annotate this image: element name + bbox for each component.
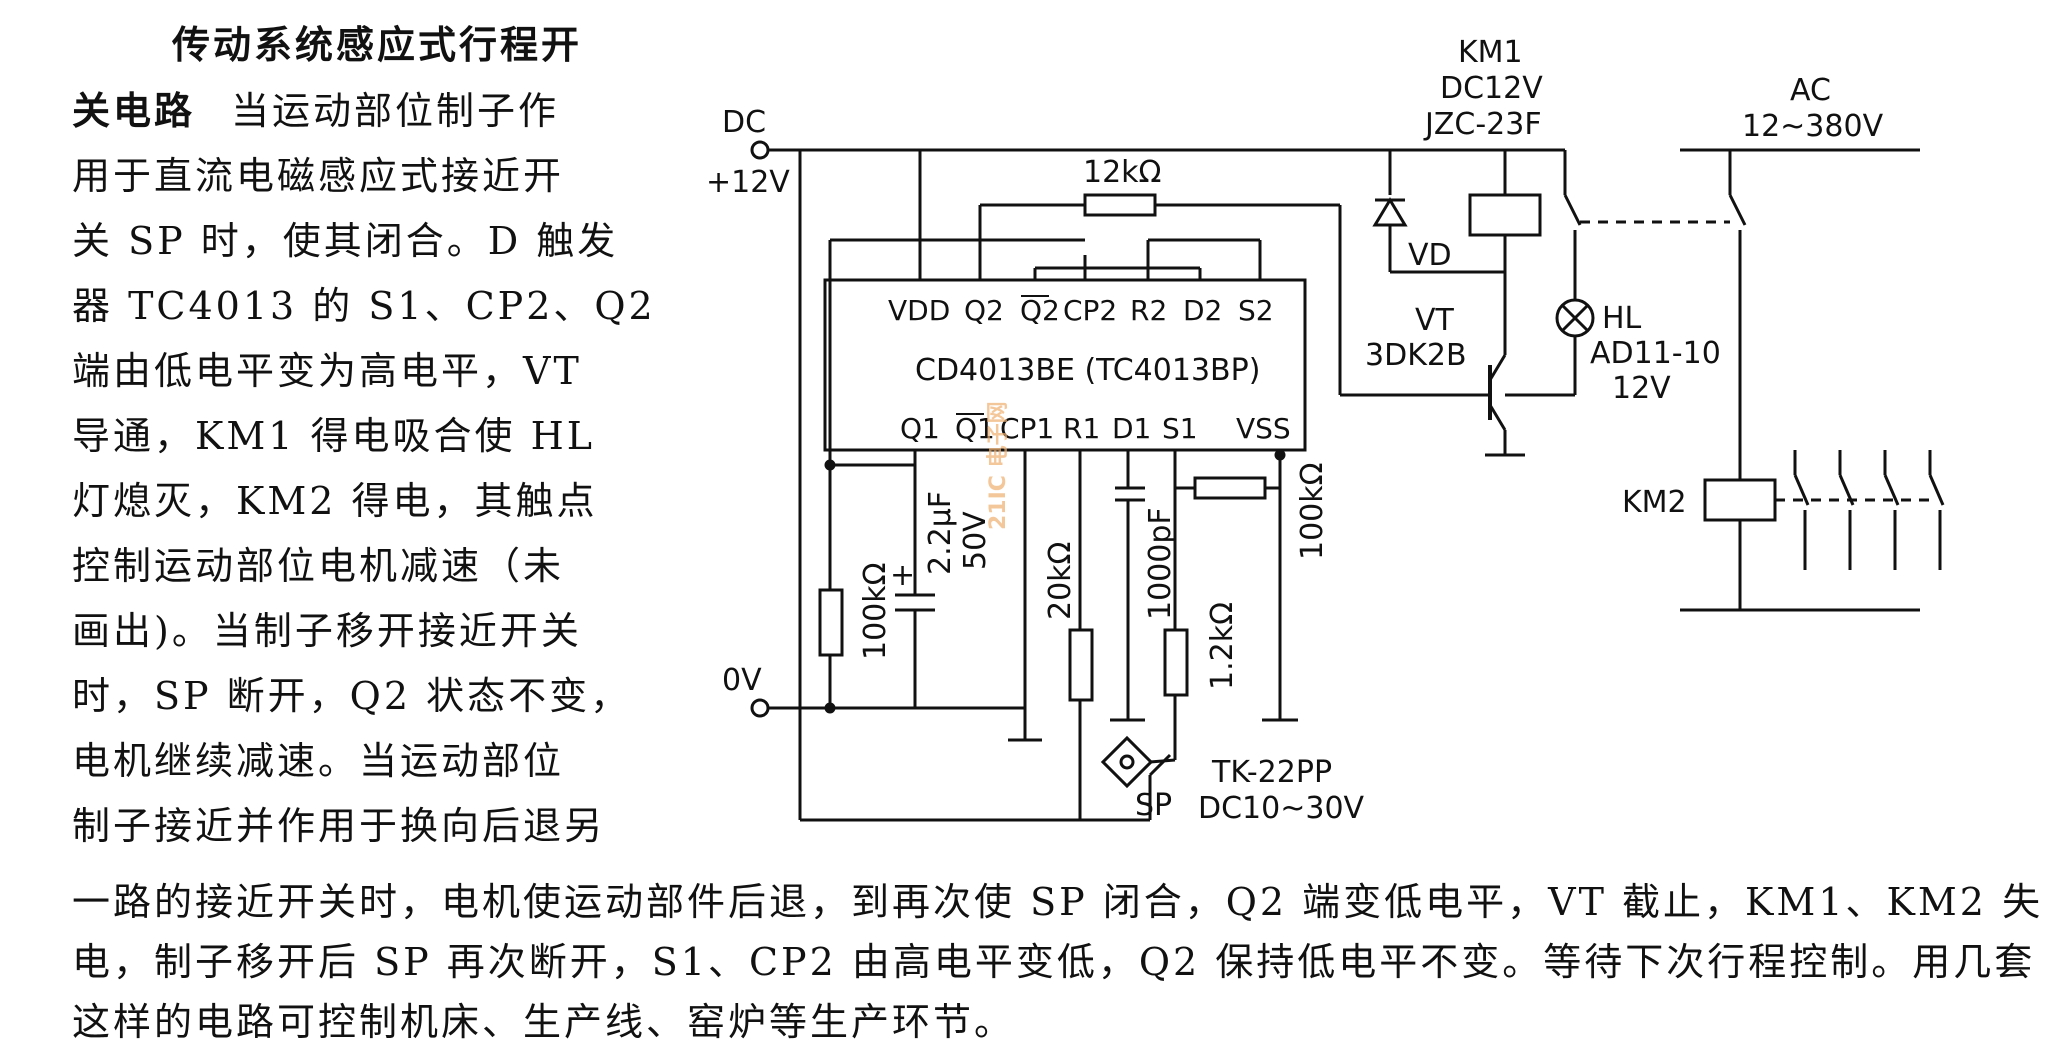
bottom-line: 一路的接近开关时，电机使运动部件后退，到再次使 SP 闭合，Q2 端变低电平，V… (72, 880, 2044, 924)
article-title: 传动系统感应式行程开 (172, 22, 583, 67)
r100k-right-label: 100kΩ (1295, 462, 1330, 560)
diode-vd (1372, 197, 1408, 227)
article-title-2: 关电路 (72, 88, 196, 133)
km1-contact-ac (1728, 194, 1747, 226)
sp-label: SP (1135, 788, 1172, 823)
r100k-left-label: 100kΩ (858, 562, 893, 660)
text-line-2-rest: 当运动部位制子作 (231, 89, 560, 133)
r12-label: 1.2kΩ (1205, 602, 1240, 690)
relay-km1-coil (1468, 193, 1542, 237)
zero-label: 0V (722, 663, 762, 698)
watermark: 21IC 电子网 (986, 401, 1011, 530)
pin-d1: D1 (1112, 412, 1151, 445)
text-line: 电机继续减速。当运动部位 (72, 739, 565, 783)
cap-voltage-label: 50V (958, 511, 993, 570)
pin-s1: S1 (1162, 412, 1198, 445)
resistor-100k-left (818, 588, 844, 657)
pin-d2: D2 (1183, 294, 1222, 327)
text-line: 控制运动部位电机减速（未 (72, 544, 565, 588)
pin-r2: R2 (1130, 294, 1167, 327)
text-line: 灯熄灭，KM2 得电，其触点 (72, 479, 598, 523)
hl-voltage-label: 12V (1612, 371, 1671, 406)
dc-terminal (750, 140, 770, 160)
text-line: 画出)。当制子移开接近开关 (72, 609, 582, 653)
tk-label: TK-22PP (1211, 755, 1332, 790)
sp-sensor-dot (1119, 754, 1135, 770)
km2-contact (1928, 474, 1945, 506)
km1-type-label: JZC-23F (1423, 107, 1542, 142)
pin-cp2: CP2 (1063, 294, 1117, 327)
text-line: 时，SP 断开，Q2 状态不变， (72, 674, 632, 718)
ac-voltage-label: 12~380V (1742, 109, 1884, 144)
hl-type-label: AD11-10 (1590, 336, 1721, 371)
pin-vdd: VDD (888, 294, 950, 327)
dc-label: DC (722, 105, 766, 140)
bottom-text: 一路的接近开关时，电机使运动部件后退，到再次使 SP 闭合，Q2 端变低电平，V… (72, 872, 2044, 1052)
dc-voltage-label: +12V (706, 165, 790, 200)
pin-vss: VSS (1236, 412, 1291, 445)
vt-label: VT (1415, 303, 1455, 338)
bottom-line: 这样的电路可控制机床、生产线、窑炉等生产环节。 (72, 1000, 1016, 1044)
resistor-1-2k (1163, 628, 1189, 697)
tk-voltage-label: DC10~30V (1198, 791, 1365, 826)
transistor-emitter (1488, 404, 1507, 431)
lamp-cross (1561, 304, 1589, 332)
pin-s2: S2 (1238, 294, 1274, 327)
text-line: 端由低电平变为高电平，VT (72, 349, 582, 393)
pin-q1-bar: Q1 (955, 412, 995, 445)
title-line: 传动系统感应式行程开 (72, 12, 592, 78)
r20k-label: 20kΩ (1043, 542, 1078, 620)
text-line: 关 SP 时，使其闭合。D 触发 (72, 219, 619, 263)
pin-q2: Q2 (964, 294, 1004, 327)
vd-label: VD (1408, 238, 1452, 273)
cap-label: 2.2μF (923, 491, 958, 575)
text-line: 用于直流电磁感应式接近开 (72, 154, 565, 198)
pin-q2-bar: Q2 (1020, 294, 1060, 327)
resistor-12k (1083, 193, 1157, 217)
pin-q1: Q1 (900, 412, 940, 445)
resistor-20k (1068, 628, 1094, 702)
pin-cp1: CP1 (1000, 412, 1054, 445)
zero-terminal (750, 698, 770, 718)
km1-contact (1563, 194, 1582, 226)
relay-km2-coil (1703, 478, 1777, 522)
junction (824, 702, 836, 714)
description-text: 传动系统感应式行程开 关电路当运动部位制子作 用于直流电磁感应式接近开 关 SP… (72, 12, 656, 859)
km2-contact (1793, 474, 1810, 506)
c1000-label: 1000pF (1143, 507, 1178, 620)
text-line: 器 TC4013 的 S1、CP2、Q2 (72, 284, 656, 328)
km1-label: KM1 (1458, 35, 1523, 70)
cap-plus: + (890, 558, 915, 593)
resistor-100k-right (1193, 476, 1267, 500)
r12k-label: 12kΩ (1083, 155, 1161, 190)
pin-r1: R1 (1063, 412, 1100, 445)
vt-type-label: 3DK2B (1365, 338, 1467, 373)
chip-cd4013 (823, 278, 1307, 452)
km2-contact (1838, 474, 1855, 506)
chip-label: CD4013BE (TC4013BP) (915, 353, 1260, 388)
text-line-2: 关电路当运动部位制子作 (72, 78, 592, 144)
bottom-line: 电，制子移开后 SP 再次断开，S1、CP2 由高电平变低，Q2 保持低电平不变… (72, 940, 2036, 984)
text-line: 制子接近并作用于换向后退另 (72, 804, 606, 848)
transistor-collector (1488, 354, 1507, 381)
text-line: 导通，KM1 得电吸合使 HL (72, 414, 596, 458)
km2-label: KM2 (1622, 485, 1687, 520)
sp-contact (1148, 753, 1172, 777)
hl-label: HL (1602, 301, 1642, 336)
sp-sensor (1100, 735, 1154, 789)
km1-voltage-label: DC12V (1440, 71, 1543, 106)
ac-label: AC (1790, 73, 1831, 108)
km2-contact (1883, 474, 1900, 506)
